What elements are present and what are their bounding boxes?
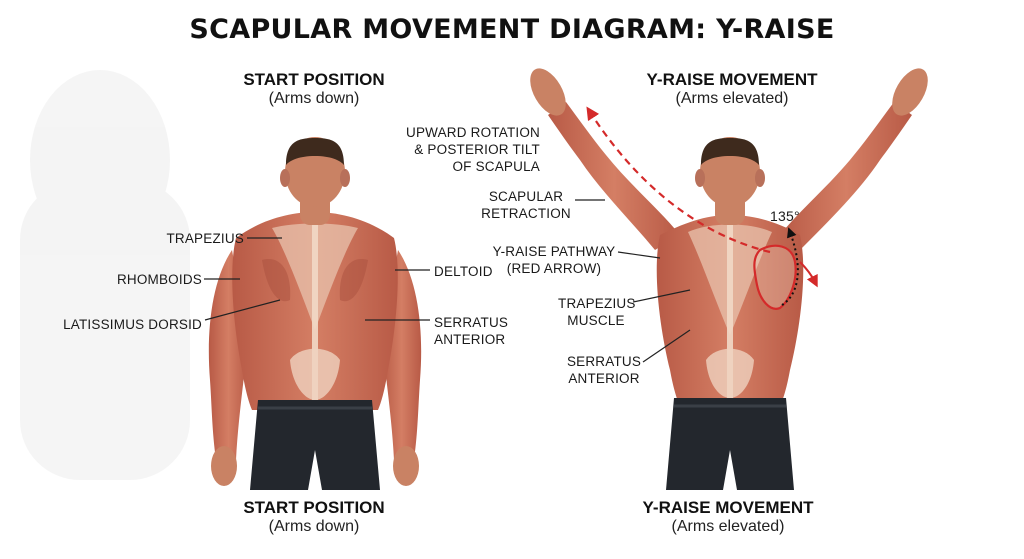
right-figure-left-arm (548, 102, 680, 250)
label-latissimus-dorsi: LATISSIMUS DORSID (63, 317, 202, 332)
left-footer-subtitle: (Arms down) (268, 518, 360, 535)
rotation-angle-arc (781, 227, 799, 306)
right-leader-lines (575, 199, 691, 363)
right-header-subtitle: (Arms elevated) (675, 90, 789, 107)
left-figure-hair (286, 138, 344, 165)
label-serratus-anterior-right: SERRATUS ANTERIOR (566, 354, 642, 386)
label-angle-135: 135° (770, 208, 800, 224)
right-figure-right-hand (892, 68, 928, 116)
label-trapezius-muscle: TRAPEZIUS MUSCLE (558, 296, 636, 328)
left-leader-lines (204, 237, 430, 321)
y-raise-pathway-arrow (586, 106, 771, 254)
scapula-outline (753, 244, 797, 310)
right-figure-shorts (666, 398, 794, 490)
right-figure-right-arm (780, 102, 912, 250)
right-figure (530, 68, 928, 490)
left-figure-shorts (250, 400, 380, 490)
label-y-raise-pathway: Y-RAISE PATHWAY (RED ARROW) (492, 244, 616, 276)
left-footer: START POSITION (Arms down) (184, 498, 444, 536)
right-footer-title: Y-RAISE MOVEMENT (642, 498, 814, 517)
right-footer: Y-RAISE MOVEMENT (Arms elevated) (598, 498, 858, 536)
label-rhomboids: RHOMBOIDS (116, 272, 202, 287)
label-serratus-anterior-left: SERRATUS ANTERIOR (434, 315, 509, 347)
right-header-title: Y-RAISE MOVEMENT (646, 70, 818, 89)
left-header-title: START POSITION (243, 70, 385, 89)
right-figure-hair (701, 138, 759, 165)
scapula-rotation-arrow-red (799, 261, 818, 288)
right-footer-subtitle: (Arms elevated) (671, 518, 785, 535)
left-footer-title: START POSITION (243, 498, 385, 517)
left-header-subtitle: (Arms down) (268, 90, 360, 107)
label-scapular-retraction: SCAPULAR RETRACTION (481, 189, 571, 221)
label-deltoid: DELTOID (434, 264, 493, 279)
label-upward-rotation: UPWARD ROTATION & POSTERIOR TILT OF SCAP… (406, 125, 540, 174)
left-header: START POSITION (Arms down) (184, 70, 444, 108)
diagram-title: SCAPULAR MOVEMENT DIAGRAM: Y-RAISE (189, 14, 835, 45)
right-figure-left-hand (530, 68, 566, 116)
right-header: Y-RAISE MOVEMENT (Arms elevated) (602, 70, 862, 108)
left-figure (208, 137, 422, 490)
left-figure-left-hand (211, 446, 237, 486)
label-trapezius: TRAPEZIUS (166, 231, 244, 246)
background-sketch (20, 70, 190, 480)
left-figure-right-hand (393, 446, 419, 486)
